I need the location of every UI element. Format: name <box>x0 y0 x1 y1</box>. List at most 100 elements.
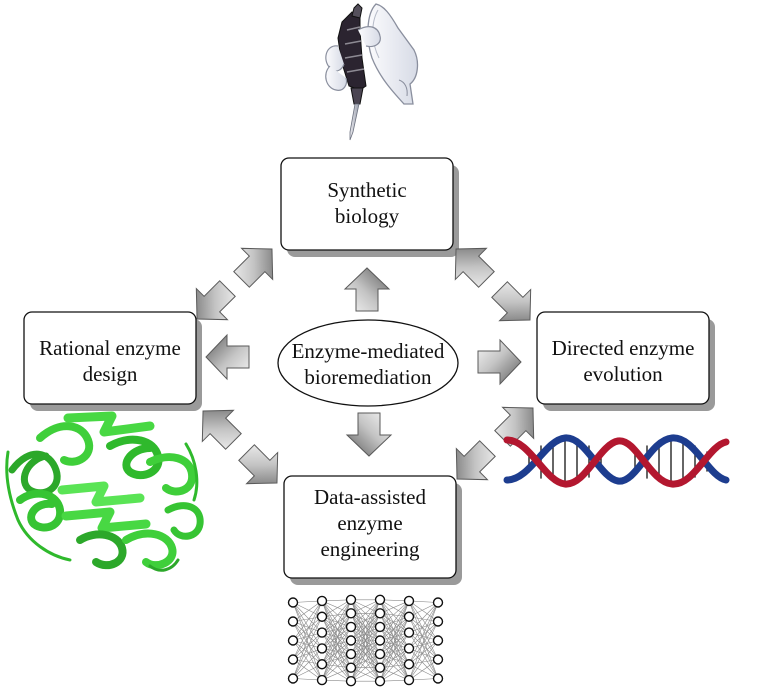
nn-connection <box>292 600 323 622</box>
nn-connection <box>408 602 439 665</box>
node-synthetic-biology: Synthetic biology <box>280 157 459 257</box>
nn-node <box>374 648 386 660</box>
nn-node <box>287 597 299 608</box>
nn-connection <box>350 640 381 682</box>
nn-node <box>403 643 415 654</box>
nn-connection <box>379 632 410 655</box>
nn-connection <box>408 600 439 679</box>
arrow-to-synthetic-biology <box>225 232 289 296</box>
nn-connection <box>350 599 381 614</box>
node-directed-enzyme-evolution: Directed enzyme evolution <box>536 311 715 411</box>
nn-connection <box>321 600 352 668</box>
nn-connection <box>379 600 410 641</box>
nn-connection <box>408 621 439 665</box>
nn-connection <box>321 600 352 641</box>
nn-connection <box>292 621 323 665</box>
nn-connection <box>292 632 323 679</box>
nn-connection <box>350 653 381 682</box>
nn-connection <box>350 613 381 682</box>
nn-connection <box>321 613 352 681</box>
arrow-pair-bottom-left <box>186 394 294 500</box>
nn-connection <box>408 621 439 681</box>
nn-connection <box>321 600 352 614</box>
nn-connection <box>379 626 410 665</box>
nn-connection <box>379 616 410 641</box>
nn-connection <box>350 667 381 682</box>
nn-connection <box>292 659 323 681</box>
nn-connection <box>379 626 410 649</box>
nn-node <box>432 635 444 646</box>
nn-connection <box>350 599 381 668</box>
nn-connection <box>408 640 439 665</box>
nn-connection <box>408 616 439 660</box>
nn-connection <box>379 616 410 668</box>
nn-connection <box>321 626 352 649</box>
nn-connection <box>292 602 323 681</box>
arrow-center-to-top <box>344 267 390 312</box>
nn-connection <box>292 640 323 681</box>
nn-connection <box>379 640 410 681</box>
dna-helix-icon <box>503 434 730 488</box>
nn-connection <box>321 626 352 665</box>
nn-connection <box>292 648 323 679</box>
nn-connection <box>379 632 410 668</box>
node-left-line2: design <box>83 362 138 386</box>
nn-node <box>403 595 415 607</box>
node-right-line1: Directed enzyme <box>552 336 695 360</box>
nn-connection <box>379 632 410 682</box>
center-line2: bioremediation <box>304 365 432 389</box>
nn-connection <box>379 648 410 682</box>
nn-node <box>432 654 444 665</box>
nn-connection <box>379 613 410 633</box>
nn-node <box>374 676 386 687</box>
nn-connection <box>321 616 352 668</box>
nn-connection <box>292 663 323 679</box>
nn-connection <box>292 616 323 641</box>
nn-connection <box>379 616 410 655</box>
nn-node <box>403 611 415 622</box>
arrow-center-to-bottom <box>346 412 392 457</box>
nn-node <box>432 616 444 627</box>
node-enzyme-mediated-bioremediation: Enzyme-mediated bioremediation <box>277 319 459 407</box>
nn-connection <box>379 616 410 682</box>
nn-connection <box>408 621 439 649</box>
nn-connection <box>379 663 410 682</box>
nn-node <box>345 594 357 605</box>
nn-connection <box>321 616 352 641</box>
nn-connection <box>350 626 381 682</box>
nn-node <box>316 643 328 654</box>
nn-connection <box>321 599 352 618</box>
arrow-pair-bottom-right <box>440 391 550 496</box>
node-bottom-line3: engineering <box>320 537 420 561</box>
nn-connection <box>321 599 352 633</box>
nn-node <box>316 611 328 622</box>
nn-connection <box>292 600 323 641</box>
nn-node <box>403 674 415 686</box>
nn-node <box>345 608 357 619</box>
nn-node <box>287 673 299 684</box>
node-top-line1: Synthetic <box>327 178 406 202</box>
nn-node <box>316 595 328 607</box>
nn-connection <box>321 599 352 649</box>
nn-node <box>345 662 357 673</box>
nn-node <box>432 673 444 684</box>
node-rational-enzyme-design: Rational enzyme design <box>23 311 202 411</box>
nn-connection <box>379 600 410 655</box>
nn-node <box>287 616 299 627</box>
nn-connection <box>321 640 352 665</box>
node-data-assisted-enzyme-engineering: Data-assisted enzyme engineering <box>283 475 462 585</box>
nn-connection <box>321 653 352 681</box>
nn-connection <box>292 632 323 660</box>
nn-connection <box>408 602 439 633</box>
nn-connection <box>292 640 323 665</box>
pipette-hand-icon <box>325 3 419 141</box>
nn-node <box>374 594 386 605</box>
node-right-line2: evolution <box>583 362 663 386</box>
nn-connection <box>408 600 439 641</box>
nn-connection <box>321 640 352 681</box>
nn-connection <box>321 632 352 668</box>
nn-connection <box>379 613 410 649</box>
nn-node <box>403 627 415 638</box>
nn-node <box>374 662 386 673</box>
nn-connection <box>321 626 352 681</box>
